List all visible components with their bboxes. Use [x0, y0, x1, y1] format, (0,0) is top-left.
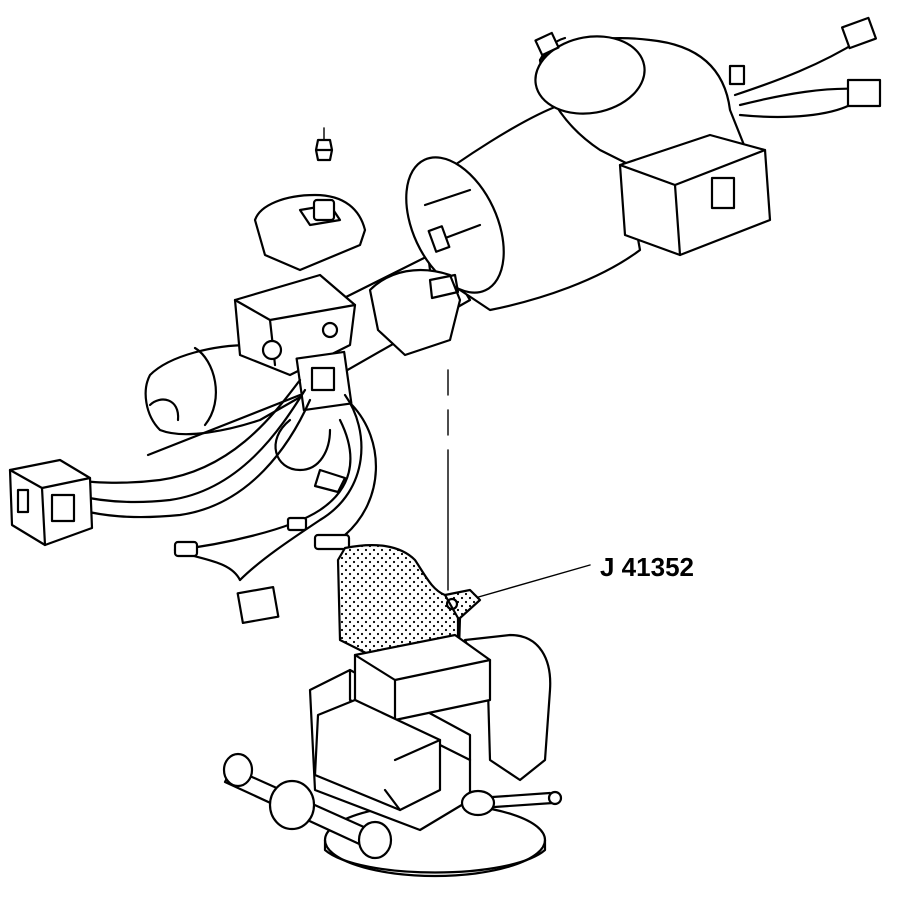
bench-vise	[222, 633, 563, 878]
shaft-spline	[728, 64, 746, 86]
connector-top-2	[846, 78, 882, 108]
handle-knob-left	[222, 752, 254, 788]
vise-screw-hub	[268, 779, 316, 831]
harness-connector-mid	[173, 540, 199, 558]
handle-knob-right	[357, 820, 393, 860]
tool-number-label: J 41352	[600, 552, 694, 582]
tool-callout-leader	[474, 564, 591, 599]
harness-connector-bottom	[236, 586, 280, 624]
harness-connector-right	[313, 533, 351, 551]
jacket-opening	[405, 156, 505, 294]
wiring-harness	[8, 350, 378, 624]
lower-mount-bracket	[368, 268, 462, 357]
upper-mount-bracket	[253, 193, 367, 272]
steering-column	[144, 16, 882, 457]
mount-bolt	[314, 138, 334, 162]
ignition-switch-box	[618, 133, 772, 257]
connector-top-1	[840, 16, 878, 50]
